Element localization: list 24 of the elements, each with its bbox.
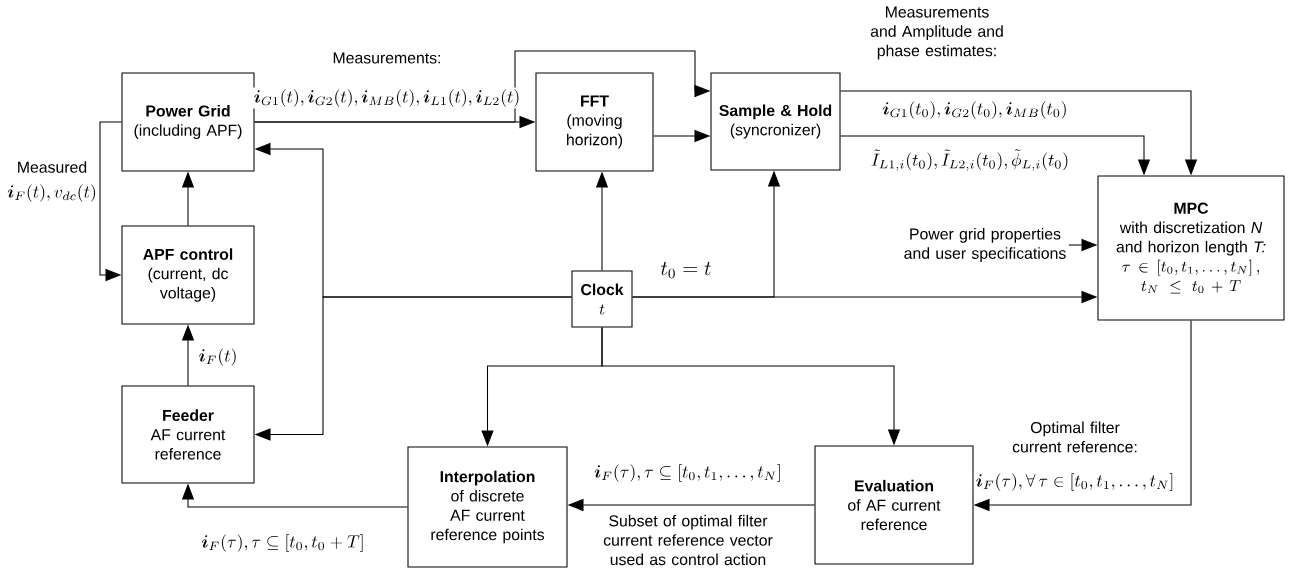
edge-label: $\boldsymbol{i}_F(\tau),\tau\subseteq\left[t_0,t_0+T\right]$: [199, 532, 367, 554]
edge-label: $\boldsymbol{i}_F(t)$: [196, 346, 240, 368]
edge-label: $\tilde{I}_{L1,i}(t_0),\tilde{I}_{L2,i}(t_0),\tilde{\phi}_{L,i}(t_0)$: [869, 147, 1071, 173]
process-box: Evaluation of AF current reference: [814, 445, 974, 565]
process-box: Sample & Hold (syncronizer): [710, 72, 841, 171]
annotation-text: Subset of optimal filter current reference vector used as control action: [603, 514, 773, 566]
annotation-text: Measurements and Amplitude and phase estimates:: [870, 6, 1003, 60]
process-box: APF control (current, dc voltage): [121, 225, 255, 325]
process-box: Feeder AF current reference: [121, 385, 255, 484]
input-text: Power grid properties and user specifications: [904, 227, 1066, 263]
edge-label: $t_0=t$: [658, 260, 714, 280]
process-box: FFT (moving horizon): [535, 72, 654, 172]
process-box: Power Grid (including APF): [121, 72, 255, 172]
edge-label: $\boldsymbol{i}_F(\tau),\tau\subseteq\left[t_0,t_1,\ldots,t_N\right]$: [592, 462, 784, 484]
edge-label: $\boldsymbol{i}_{G1}(t),\boldsymbol{i}_{G2}(t),\boldsymbol{i}_{MB}(t),\boldsymbol{i}_{L1}(t),\boldsymbol{i}_{L2}(t)$: [252, 87, 522, 109]
edge-label: $\boldsymbol{i}_F(t),v_{dc}(t)$: [5, 182, 99, 204]
annotation-text: Measured: [18, 161, 87, 173]
edge-label: $\boldsymbol{i}_{G1}(t_0),\boldsymbol{i}_{G2}(t_0),\boldsymbol{i}_{MB}(t_0)$: [880, 99, 1070, 121]
annotation-text: Optimal filter current reference:: [1012, 421, 1137, 453]
edge-label: $\boldsymbol{i}_F(\tau),\forall\,\tau\in\left[t_0,t_1,\ldots,t_N\right]$: [974, 471, 1177, 493]
clock-box: Clock $t$: [571, 270, 633, 328]
annotation-text: Measurements:: [333, 52, 441, 64]
process-box: Interpolation of discrete AF current reference points: [407, 446, 568, 568]
process-box: MPC with discretization N and horizon length T: $\tau\in\left[t_0,t_1,\ldots,t_N\right],$ $t_N\leq t_0+T$: [1097, 175, 1285, 321]
